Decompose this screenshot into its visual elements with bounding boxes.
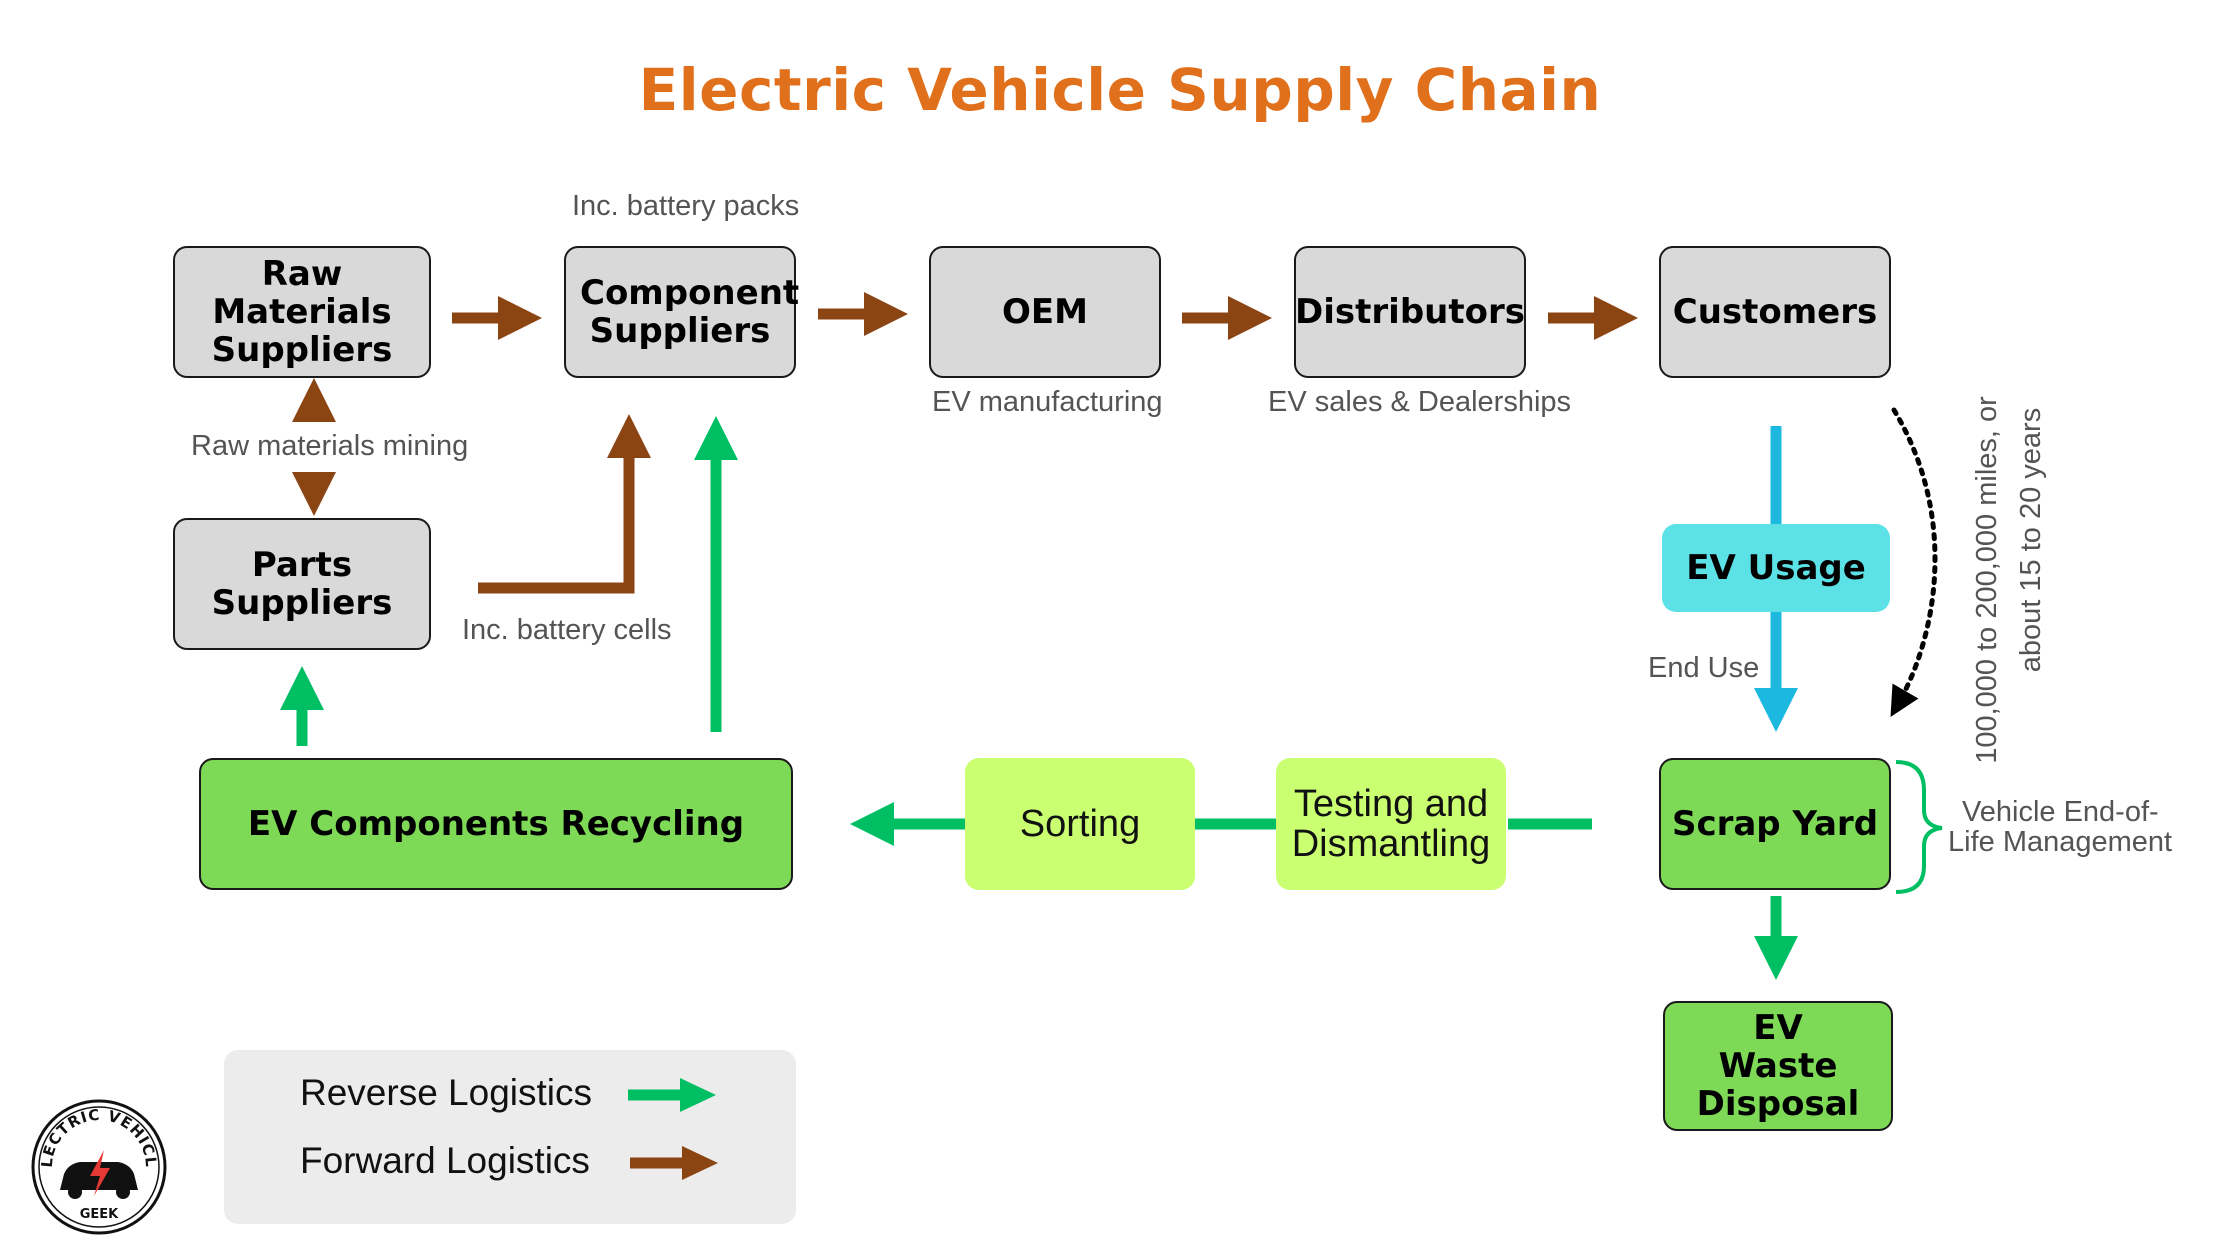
- label-battery-packs: Inc. battery packs: [572, 190, 800, 222]
- label-eol-line2: Life Management: [1948, 826, 2173, 858]
- node-distributors: Distributors: [1294, 246, 1526, 378]
- node-ev-waste-disposal: EV Waste Disposal: [1663, 1001, 1893, 1131]
- node-testing-label: Testing and Dismantling: [1291, 783, 1491, 865]
- node-customers: Customers: [1659, 246, 1891, 378]
- label-ev-manufacturing: EV manufacturing: [932, 386, 1163, 418]
- page-title: Electric Vehicle Supply Chain: [638, 56, 1602, 124]
- label-ev-sales: EV sales & Dealerships: [1268, 386, 1572, 418]
- electric-vehicle-geek-logo: ELECTRIC VEHICLE GEEK: [30, 1098, 167, 1235]
- node-scrap-yard: Scrap Yard: [1659, 758, 1891, 890]
- legend: Reverse Logistics Forward Logistics: [224, 1050, 796, 1224]
- node-recycling-label: EV Components Recycling: [247, 804, 745, 844]
- legend-forward-arrow: [630, 1146, 718, 1180]
- legend-reverse-label: Reverse Logistics: [300, 1072, 593, 1113]
- lifetime-label-line1: 100,000 to 200,000 miles, or: [1971, 396, 2003, 764]
- node-raw-materials-label: Raw Materials Suppliers: [211, 254, 393, 370]
- label-raw-materials-mining: Raw materials mining: [191, 430, 469, 462]
- node-oem-label: OEM: [1002, 292, 1088, 332]
- node-sorting: Sorting: [965, 758, 1195, 890]
- legend-forward-label: Forward Logistics: [300, 1140, 590, 1181]
- node-testing-dismantling: Testing and Dismantling: [1276, 758, 1506, 890]
- legend-reverse-arrow: [628, 1078, 716, 1112]
- node-oem: OEM: [929, 246, 1161, 378]
- node-scrap-yard-label: Scrap Yard: [1671, 804, 1879, 844]
- node-parts-label: Parts Suppliers: [211, 545, 393, 623]
- lifetime-label-line2: about 15 to 20 years: [2015, 408, 2047, 672]
- node-component-label: Component Suppliers: [580, 273, 800, 351]
- node-component-suppliers: Component Suppliers: [564, 246, 800, 378]
- node-ev-usage-label: EV Usage: [1686, 548, 1866, 588]
- logo-bottom-text: GEEK: [80, 1207, 119, 1222]
- node-ev-usage: EV Usage: [1662, 524, 1890, 612]
- node-sorting-label: Sorting: [1019, 803, 1141, 845]
- node-customers-label: Customers: [1672, 292, 1878, 332]
- node-ev-components-recycling: EV Components Recycling: [199, 758, 793, 890]
- node-raw-materials-suppliers: Raw Materials Suppliers: [173, 246, 431, 378]
- lightning-icon: [90, 1150, 110, 1196]
- node-distributors-label: Distributors: [1295, 292, 1525, 332]
- label-end-use: End Use: [1648, 652, 1760, 684]
- label-eol-line1: Vehicle End-of-: [1962, 796, 2159, 828]
- node-waste-label: EV Waste Disposal: [1696, 1008, 1860, 1124]
- lifetime-dotted-arc: [1890, 407, 1938, 717]
- end-of-life-brace: [1895, 760, 1943, 894]
- label-battery-cells: Inc. battery cells: [462, 614, 672, 646]
- node-parts-suppliers: Parts Suppliers: [173, 518, 431, 650]
- arrow-parts-to-component: [478, 414, 651, 594]
